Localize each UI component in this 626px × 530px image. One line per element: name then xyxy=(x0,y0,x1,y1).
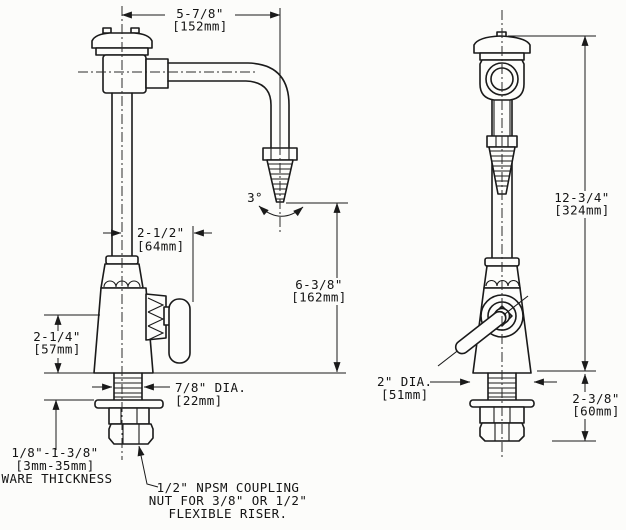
dim-below-deck-in: 2-3/8" xyxy=(572,391,620,406)
note-ware-thickness-2: [3mm-35mm] xyxy=(15,458,94,473)
spout-inner xyxy=(167,80,272,149)
label-mask xyxy=(31,331,83,358)
shank xyxy=(113,372,143,401)
riser-tube xyxy=(111,92,133,257)
dim-spout-reach-mm: [152mm] xyxy=(172,19,227,34)
label-mask xyxy=(552,191,612,218)
coupling-nut-facets xyxy=(494,423,510,441)
dim-spout-reach-in: 5-7/8" xyxy=(176,6,224,21)
dim-body-height-in: 2-1/4" xyxy=(33,329,81,344)
vacuum-breaker-cap xyxy=(91,32,153,49)
breaker-housing xyxy=(102,54,147,94)
note-ware-thickness-1: 1/8"-1-3/8" xyxy=(11,445,98,460)
collar-facets xyxy=(270,148,290,160)
label-mask xyxy=(289,278,349,305)
dim-handle-clearance-mm: [64mm] xyxy=(137,239,185,254)
dim-swing-angle: 3° xyxy=(247,190,263,205)
dim-shank-dia-mm: [22mm] xyxy=(175,393,223,408)
coupling-nut xyxy=(108,423,154,445)
dim-base-dia-in: 2" DIA. xyxy=(377,374,432,389)
shank-threads xyxy=(114,377,142,398)
dim-overall-height-in: 12-3/4" xyxy=(554,190,609,205)
swing-arc xyxy=(258,205,304,217)
spout-drop-tube xyxy=(493,100,511,136)
dim-outlet-height-in: 6-3/8" xyxy=(295,277,343,292)
vacuum-breaker-cap xyxy=(473,35,531,54)
spout-outer xyxy=(167,62,290,149)
front-view-figure xyxy=(437,10,535,458)
dim-outlet-height-mm: [162mm] xyxy=(291,290,346,305)
labels: 5-7/8" [152mm] 2-1/2" [64mm] 6-3/8" [162… xyxy=(2,6,620,521)
locknut xyxy=(108,407,150,425)
valve-body xyxy=(93,287,154,374)
coupling-nut-facets xyxy=(122,424,140,444)
hub-ribs xyxy=(147,297,165,341)
leader-coupling-nut xyxy=(137,445,159,488)
locknut-facets xyxy=(120,408,138,424)
dim-below-deck-mm: [60mm] xyxy=(572,404,620,419)
dim-body-height-mm: [57mm] xyxy=(33,342,81,357)
dim-handle-clearance-in: 2-1/2" xyxy=(137,225,185,240)
flange-washer xyxy=(94,399,164,409)
label-mask xyxy=(165,7,235,34)
label-mask xyxy=(568,392,625,419)
dimensions xyxy=(31,7,625,488)
locknut-facets xyxy=(493,407,511,423)
dim-base-dia-mm: [51mm] xyxy=(381,387,429,402)
side-view-figure xyxy=(78,6,298,460)
handle-lever xyxy=(168,298,191,364)
dim-shank-dia-in: 7/8" DIA. xyxy=(175,380,246,395)
note-ware-thickness-3: WARE THICKNESS xyxy=(2,471,113,486)
riser-tube xyxy=(491,99,513,261)
note-coupling-2: NUT FOR 3/8" OR 1/2" xyxy=(149,493,308,508)
note-coupling-3: FLEXIBLE RISER. xyxy=(169,506,288,521)
handle-lever xyxy=(454,310,507,355)
collar-facets xyxy=(495,136,509,147)
spout-block xyxy=(145,58,169,89)
dim-overall-height-mm: [324mm] xyxy=(554,203,609,218)
note-coupling-1: 1/2" NPSM COUPLING xyxy=(157,480,300,495)
